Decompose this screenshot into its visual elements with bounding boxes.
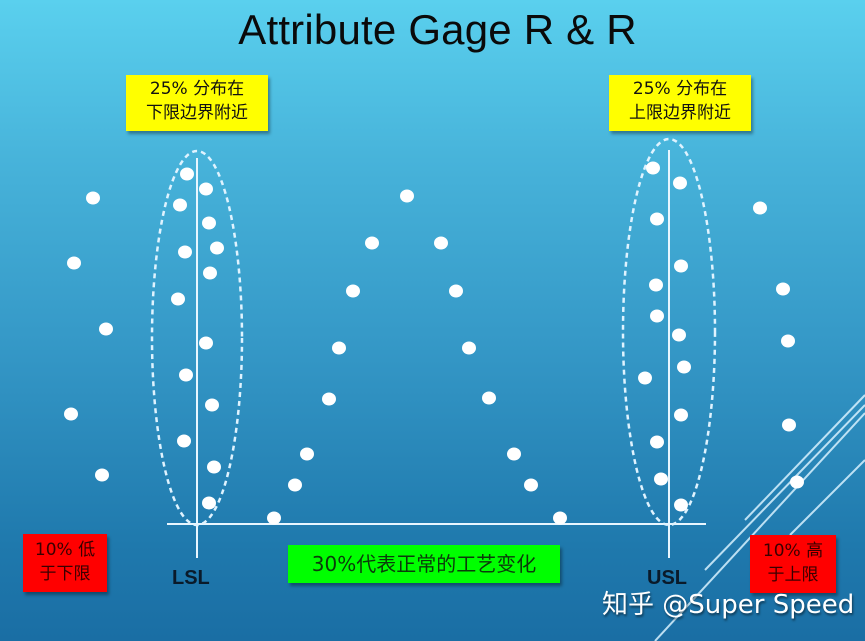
callout-line: 10% 低 bbox=[34, 540, 96, 560]
data-point-normal_process bbox=[434, 236, 448, 250]
callout-line: 25% 分布在 bbox=[632, 79, 728, 99]
data-point-near_USL bbox=[673, 176, 687, 190]
data-point-below_LSL bbox=[86, 191, 100, 205]
data-point-near_LSL bbox=[177, 434, 191, 448]
data-point-above_USL bbox=[776, 282, 790, 296]
data-points bbox=[64, 161, 804, 525]
data-point-near_LSL bbox=[180, 167, 194, 181]
data-point-below_LSL bbox=[95, 468, 109, 482]
data-point-normal_process bbox=[288, 478, 302, 492]
data-point-near_USL bbox=[650, 309, 664, 323]
lsl-label: LSL bbox=[172, 567, 210, 589]
callout-line: 10% 高 bbox=[762, 541, 824, 561]
watermark: 知乎 @Super Speed bbox=[602, 590, 855, 620]
data-point-near_LSL bbox=[171, 292, 185, 306]
callout-line: 下限边界附近 bbox=[146, 103, 248, 123]
usl-cluster-ellipse bbox=[621, 137, 717, 527]
data-point-normal_process bbox=[267, 511, 281, 525]
data-point-below_LSL bbox=[67, 256, 81, 270]
data-point-normal_process bbox=[400, 189, 414, 203]
data-point-normal_process bbox=[482, 391, 496, 405]
data-point-near_LSL bbox=[205, 398, 219, 412]
callout-line: 上限边界附近 bbox=[629, 103, 731, 123]
data-point-near_USL bbox=[649, 278, 663, 292]
data-point-near_USL bbox=[672, 328, 686, 342]
callout-normal-variation: 30%代表正常的工艺变化 bbox=[288, 545, 560, 583]
callout-line: 25% 分布在 bbox=[149, 79, 245, 99]
callout-lower-boundary: 25% 分布在 下限边界附近 bbox=[126, 75, 268, 131]
data-point-near_USL bbox=[677, 360, 691, 374]
data-point-near_LSL bbox=[178, 245, 192, 259]
data-point-normal_process bbox=[300, 447, 314, 461]
data-point-normal_process bbox=[462, 341, 476, 355]
data-point-above_USL bbox=[790, 475, 804, 489]
data-point-near_LSL bbox=[173, 198, 187, 212]
callout-above-upper: 10% 高 于上限 bbox=[750, 535, 836, 593]
data-point-near_LSL bbox=[179, 368, 193, 382]
decorative-diagonal-lines bbox=[654, 394, 865, 641]
data-point-normal_process bbox=[332, 341, 346, 355]
callout-line: 于上限 bbox=[767, 565, 819, 585]
data-point-near_LSL bbox=[202, 216, 216, 230]
data-point-above_USL bbox=[781, 334, 795, 348]
data-point-near_USL bbox=[650, 435, 664, 449]
data-point-near_USL bbox=[654, 472, 668, 486]
data-point-near_USL bbox=[674, 259, 688, 273]
data-point-normal_process bbox=[449, 284, 463, 298]
data-point-below_LSL bbox=[64, 407, 78, 421]
data-point-normal_process bbox=[346, 284, 360, 298]
data-point-below_LSL bbox=[99, 322, 113, 336]
data-point-near_USL bbox=[638, 371, 652, 385]
callout-below-lower: 10% 低 于下限 bbox=[23, 534, 107, 592]
slide-title: Attribute Gage R & R bbox=[238, 6, 637, 53]
callout-text: 30%代表正常的工艺变化 bbox=[311, 552, 537, 576]
data-point-normal_process bbox=[553, 511, 567, 525]
data-point-above_USL bbox=[753, 201, 767, 215]
usl-label: USL bbox=[647, 567, 687, 589]
callout-upper-boundary: 25% 分布在 上限边界附近 bbox=[609, 75, 751, 131]
data-point-normal_process bbox=[322, 392, 336, 406]
data-point-near_USL bbox=[674, 408, 688, 422]
data-point-near_LSL bbox=[199, 336, 213, 350]
data-point-near_USL bbox=[674, 498, 688, 512]
data-point-near_LSL bbox=[210, 241, 224, 255]
data-point-near_LSL bbox=[199, 182, 213, 196]
data-point-normal_process bbox=[365, 236, 379, 250]
callout-line: 于下限 bbox=[39, 564, 91, 584]
data-point-near_USL bbox=[646, 161, 660, 175]
data-point-near_LSL bbox=[207, 460, 221, 474]
lsl-cluster-ellipse bbox=[150, 149, 244, 527]
data-point-near_LSL bbox=[202, 496, 216, 510]
data-point-near_USL bbox=[650, 212, 664, 226]
data-point-normal_process bbox=[524, 478, 538, 492]
data-point-near_LSL bbox=[203, 266, 217, 280]
data-point-normal_process bbox=[507, 447, 521, 461]
data-point-above_USL bbox=[782, 418, 796, 432]
